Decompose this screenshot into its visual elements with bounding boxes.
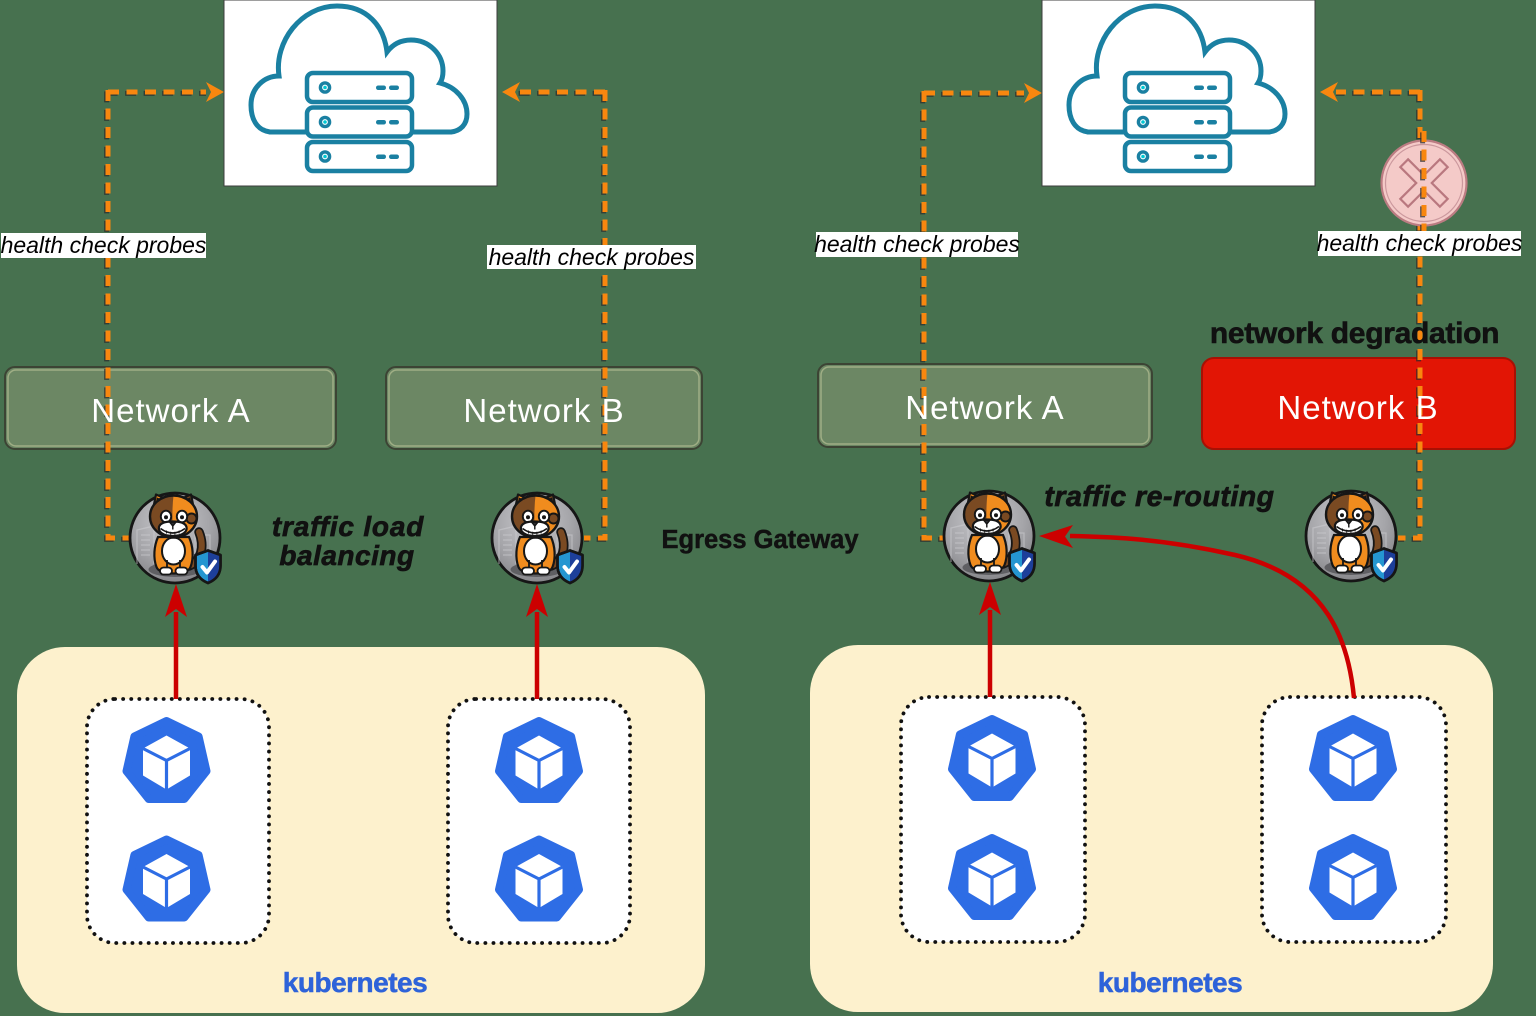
svg-text:health check probes: health check probes bbox=[489, 244, 695, 270]
svg-text:Network A: Network A bbox=[91, 392, 250, 429]
svg-text:health check probes: health check probes bbox=[1317, 230, 1523, 256]
svg-text:Network A: Network A bbox=[905, 389, 1064, 426]
svg-text:health check probes: health check probes bbox=[814, 231, 1020, 257]
svg-text:Network B: Network B bbox=[463, 392, 624, 429]
svg-text:balancing: balancing bbox=[279, 540, 414, 571]
svg-text:health check probes: health check probes bbox=[1, 232, 207, 258]
svg-text:Egress Gateway: Egress Gateway bbox=[661, 526, 859, 554]
svg-text:kubernetes: kubernetes bbox=[1098, 967, 1242, 998]
svg-text:traffic re-routing: traffic re-routing bbox=[1044, 481, 1274, 513]
svg-text:Network B: Network B bbox=[1277, 389, 1438, 426]
svg-text:network degradation: network degradation bbox=[1210, 317, 1499, 350]
svg-text:kubernetes: kubernetes bbox=[283, 967, 427, 998]
svg-text:traffic load: traffic load bbox=[272, 511, 424, 542]
